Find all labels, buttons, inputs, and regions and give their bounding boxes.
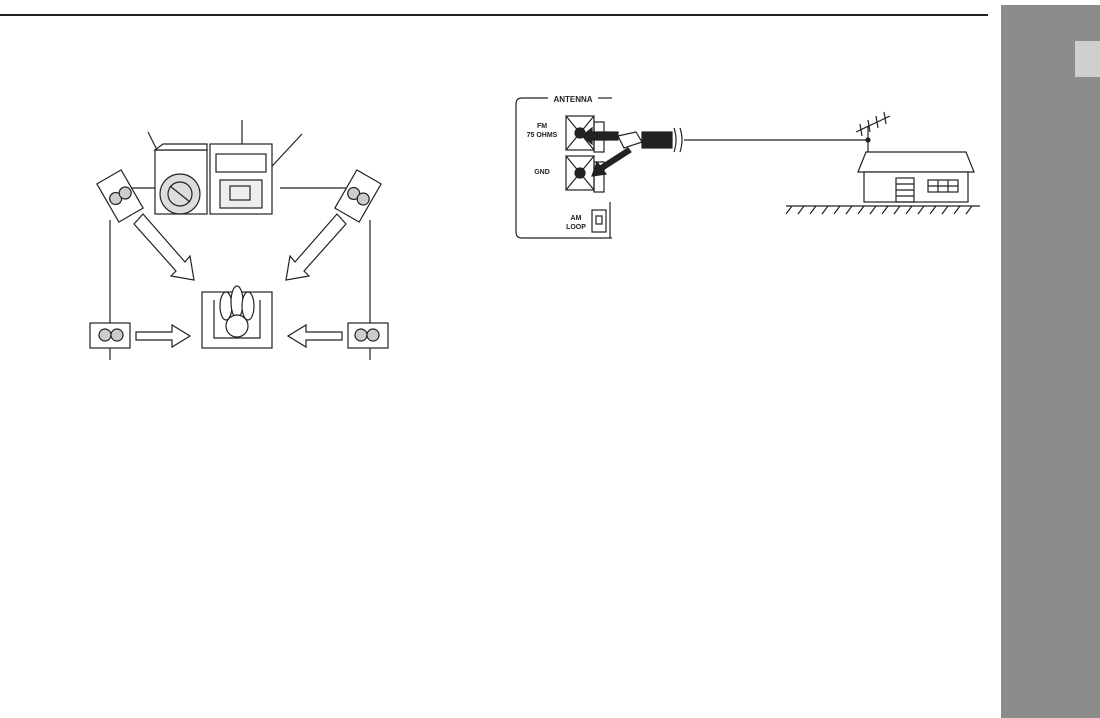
header-rule bbox=[0, 14, 988, 16]
coax-cable-icon bbox=[618, 128, 868, 152]
outdoor-antenna-icon bbox=[856, 112, 890, 152]
side-tab bbox=[1001, 5, 1100, 718]
rear-left-speaker-icon bbox=[90, 323, 130, 348]
fm-ohms-label: 75 OHMS bbox=[527, 132, 558, 139]
speaker-placement-diagram bbox=[80, 110, 420, 370]
rear-right-speaker-icon bbox=[348, 323, 388, 348]
subwoofer-icon bbox=[155, 144, 207, 214]
antenna-panel-title: ANTENNA bbox=[553, 95, 592, 104]
am-label: AM bbox=[571, 215, 582, 222]
am-loop-terminal-icon bbox=[592, 202, 610, 238]
fm-label: FM bbox=[537, 123, 547, 130]
ground-line bbox=[786, 206, 980, 214]
listener-seat-icon bbox=[202, 286, 272, 348]
gnd-label: GND bbox=[534, 169, 550, 176]
front-right-speaker-icon bbox=[335, 170, 381, 222]
main-unit-icon bbox=[210, 144, 272, 214]
side-tab-marker bbox=[1075, 41, 1100, 77]
antenna-connection-diagram: ANTENNA FM 75 OHMS GND AM LOOP bbox=[510, 92, 990, 252]
am-loop-label: LOOP bbox=[566, 224, 586, 231]
house-icon bbox=[858, 152, 974, 202]
front-left-speaker-icon bbox=[97, 170, 143, 222]
